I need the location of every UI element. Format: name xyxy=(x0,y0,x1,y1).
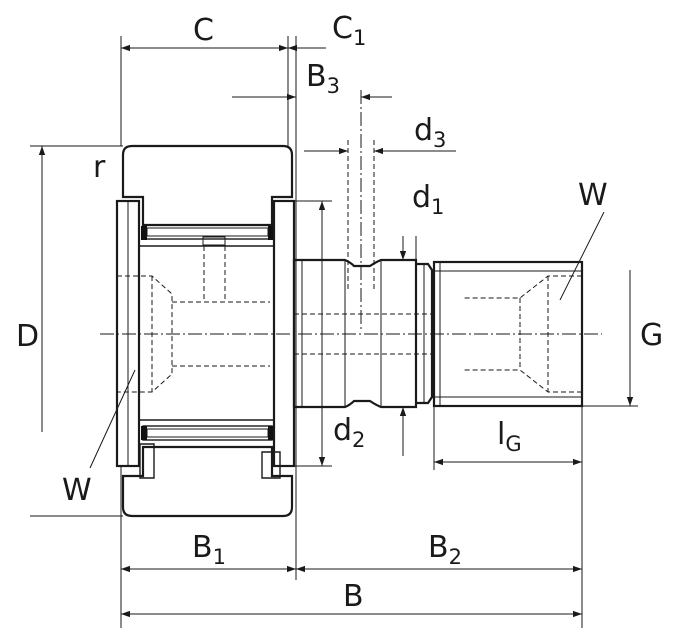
outer-ring-top xyxy=(121,144,294,227)
extension-lines xyxy=(30,36,638,628)
label-B1: B1 xyxy=(192,530,226,569)
center-lines xyxy=(100,90,602,335)
label-W-left: W xyxy=(62,473,92,508)
label-B: B xyxy=(343,579,364,614)
label-W-right: W xyxy=(578,178,608,213)
labels: C C1 B3 d3 r d1 W D G d2 lG W B1 B2 B xyxy=(16,11,663,614)
label-d2: d2 xyxy=(333,413,365,452)
label-C1: C1 xyxy=(332,11,366,50)
label-lG: lG xyxy=(497,417,522,456)
hidden-lines xyxy=(117,140,582,393)
outer-ring-bottom xyxy=(121,445,294,518)
needle-rollers xyxy=(141,224,274,441)
label-B3: B3 xyxy=(306,59,340,98)
label-B2: B2 xyxy=(428,530,462,569)
label-G: G xyxy=(640,318,663,353)
label-D: D xyxy=(16,319,39,354)
label-C: C xyxy=(193,13,214,48)
label-d3: d3 xyxy=(414,113,446,152)
dimension-lines xyxy=(38,44,634,618)
label-d1: d1 xyxy=(412,180,444,219)
seal-rings xyxy=(139,443,281,479)
outer-ring xyxy=(121,144,294,518)
label-r: r xyxy=(93,150,106,185)
